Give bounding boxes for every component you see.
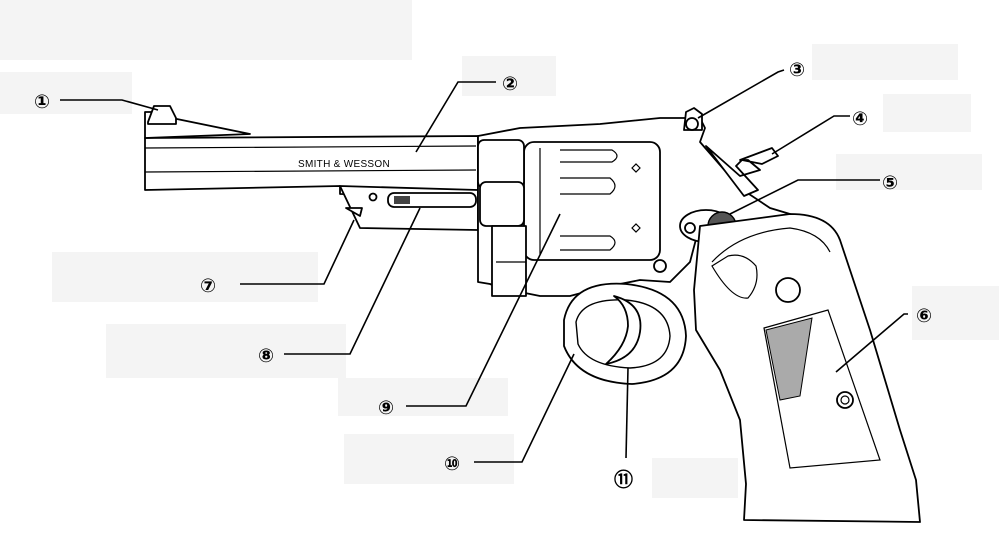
- callout-6: ⑥: [916, 305, 932, 327]
- leader-7: [240, 219, 355, 285]
- callout-label-5: ⑤: [882, 172, 898, 194]
- cylinder: [523, 141, 667, 273]
- callout-9: ⑨: [378, 397, 394, 419]
- answer-blank-10: [344, 434, 514, 484]
- answer-blank-5: [836, 154, 982, 190]
- callout-8: ⑧: [258, 345, 274, 367]
- callout-label-4: ④: [852, 108, 868, 130]
- leader-2: [415, 81, 496, 153]
- callout-4: ④: [852, 108, 868, 130]
- barrel: SMITH & WESSON: [144, 111, 479, 197]
- leader-11: [625, 367, 629, 459]
- leader-8: [284, 207, 421, 355]
- hammer: [705, 145, 779, 197]
- callout-label-6: ⑥: [916, 305, 932, 327]
- grip: [693, 213, 921, 523]
- callout-1: ①: [34, 91, 50, 113]
- answer-blank-4: [883, 94, 971, 132]
- leader-1: [60, 99, 159, 111]
- barrel-stamp: SMITH & WESSON: [298, 159, 390, 170]
- answer-blank-2: [462, 56, 556, 96]
- callout-2: ②: [502, 73, 518, 95]
- callout-label-7: ⑦: [200, 275, 216, 297]
- callout-label-3: ③: [789, 59, 805, 81]
- ejector-rod-housing: [339, 185, 479, 231]
- leader-10: [474, 353, 575, 463]
- answer-blank-8: [106, 324, 346, 378]
- leader-6: [835, 313, 908, 373]
- answer-blank-6: [912, 286, 999, 340]
- trigger: [605, 295, 642, 365]
- answer-blank-9: [338, 378, 508, 416]
- leader-4: [771, 115, 850, 155]
- front-sight: [147, 105, 177, 125]
- callout-10: ⑩: [444, 453, 460, 475]
- leader-9: [406, 213, 561, 407]
- callout-label-1: ①: [34, 91, 50, 113]
- callout-11: ⑪: [614, 468, 633, 491]
- crane: [477, 139, 527, 297]
- leader-3: [697, 69, 785, 119]
- callout-7: ⑦: [200, 275, 216, 297]
- callout-label-8: ⑧: [258, 345, 274, 367]
- trigger-guard: [563, 282, 687, 385]
- callout-label-9: ⑨: [378, 397, 394, 419]
- callout-label-10: ⑩: [444, 453, 460, 475]
- answer-blank-11: [652, 458, 738, 498]
- callout-3: ③: [789, 59, 805, 81]
- answer-blank-title: [0, 0, 412, 60]
- answer-blank-1: [0, 72, 132, 114]
- answer-blank-7: [52, 252, 318, 302]
- callout-5: ⑤: [882, 172, 898, 194]
- callout-label-11: ⑪: [614, 468, 633, 491]
- rear-sight: [683, 107, 703, 131]
- callout-label-2: ②: [502, 73, 518, 95]
- answer-blank-3: [812, 44, 958, 80]
- leader-5: [729, 179, 880, 215]
- leader-lines: [60, 69, 908, 463]
